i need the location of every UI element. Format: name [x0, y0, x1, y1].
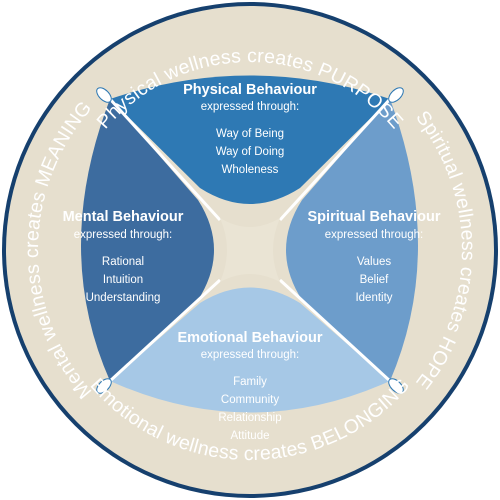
dividers [108, 97, 392, 383]
physical-item: Way of Being [216, 128, 284, 140]
spiritual-text-group: Spiritual Behaviour expressed through: V… [308, 209, 441, 304]
quadrant-physical [110, 75, 390, 204]
quadrant-spiritual [286, 99, 418, 381]
divider-bottom-left [108, 278, 222, 383]
emotional-text-group: Emotional Behaviour expressed through: F… [177, 330, 322, 442]
mental-item: Understanding [86, 292, 161, 304]
spiritual-item: Values [357, 256, 392, 268]
quadrant-emotional [110, 287, 390, 413]
mental-title: Mental Behaviour [63, 209, 184, 225]
center-shape [220, 218, 280, 282]
mental-subtitle: expressed through: [74, 229, 172, 241]
physical-title: Physical Behaviour [183, 82, 317, 98]
spiritual-subtitle: expressed through: [325, 229, 423, 241]
mental-item: Intuition [103, 274, 143, 286]
emotional-subtitle: expressed through: [201, 349, 299, 361]
emotional-item: Attitude [231, 430, 270, 442]
physical-item: Wholeness [222, 164, 279, 176]
ornament-bottom-right [388, 378, 404, 394]
emotional-item: Relationship [218, 412, 281, 424]
spiritual-item: Identity [355, 292, 392, 304]
quadrant-mental [81, 99, 214, 381]
physical-item: Way of Doing [216, 146, 285, 158]
mental-text-group: Mental Behaviour expressed through: Rati… [63, 209, 184, 304]
divider-top-left [108, 97, 222, 222]
mental-item: Rational [102, 256, 144, 268]
emotional-item: Community [221, 394, 279, 406]
divider-top-right [278, 97, 392, 222]
emotional-title: Emotional Behaviour [177, 330, 322, 346]
ornament-bottom-left [96, 378, 112, 394]
spiritual-item: Belief [360, 274, 390, 286]
divider-bottom-right [278, 278, 392, 383]
emotional-item: Family [233, 376, 267, 388]
physical-subtitle: expressed through: [201, 101, 299, 113]
ornament-top-right [388, 87, 404, 103]
ornament-top-left [96, 87, 112, 103]
physical-text-group: Physical Behaviour expressed through: Wa… [183, 82, 317, 176]
spiritual-title: Spiritual Behaviour [308, 209, 441, 225]
